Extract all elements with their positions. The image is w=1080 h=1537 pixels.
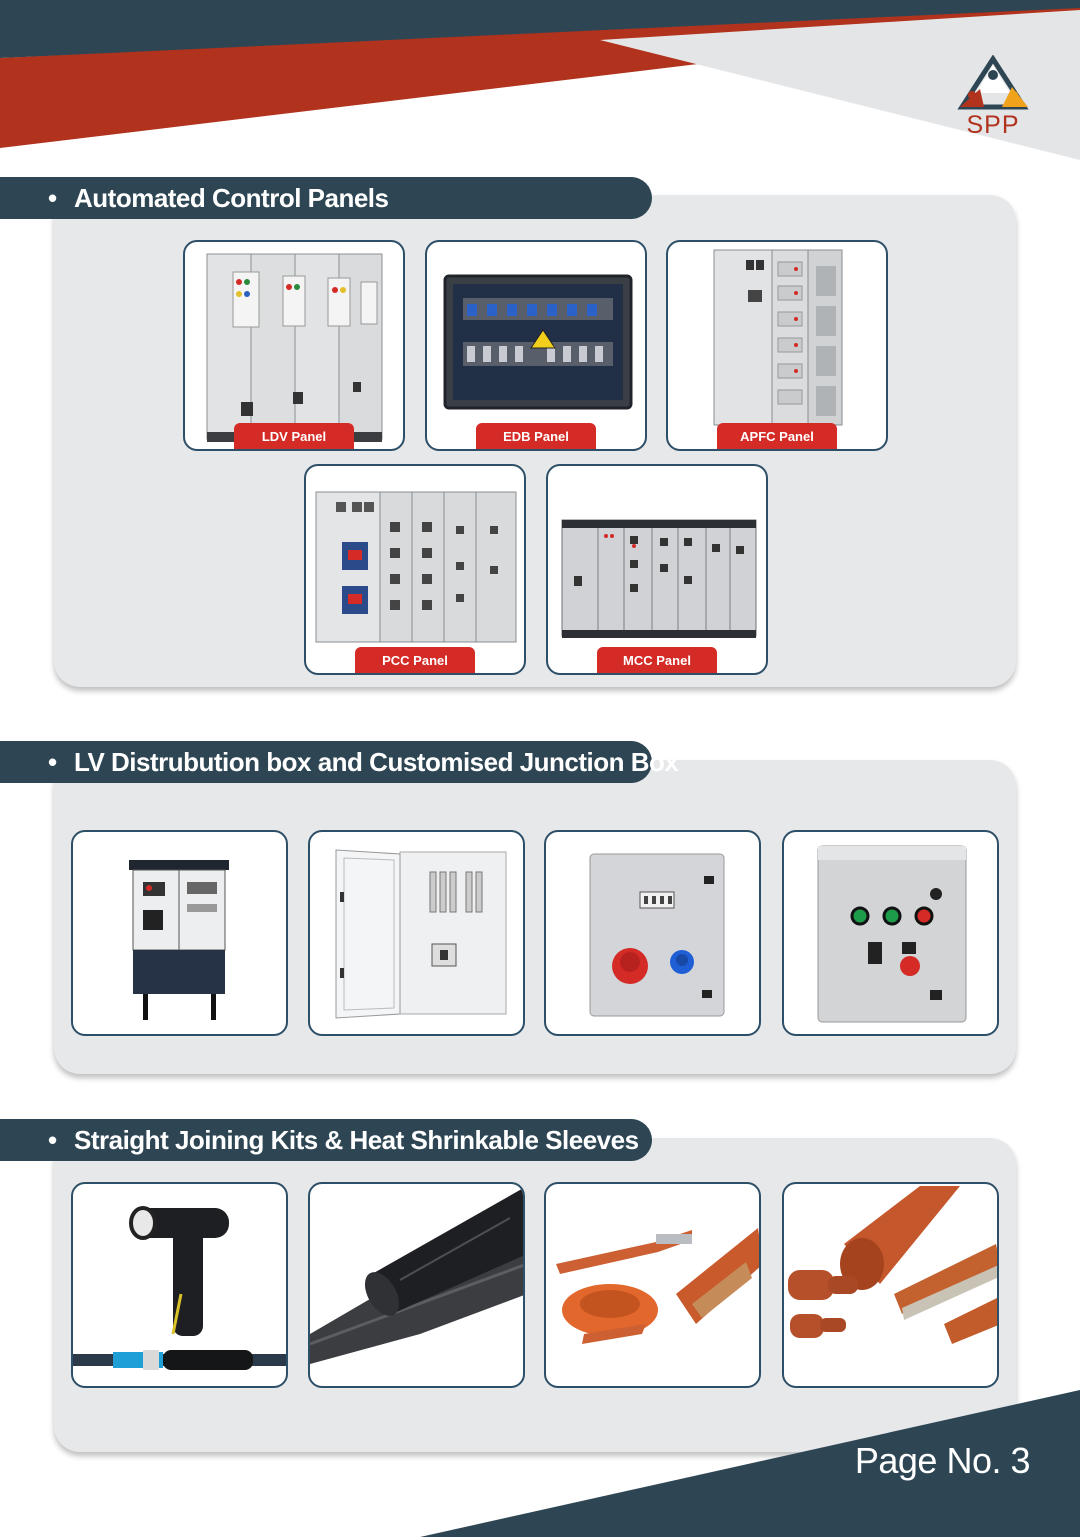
section-title: LV Distrubution box and Customised Junct… [74, 747, 679, 777]
product-card-distribution-board[interactable] [308, 830, 525, 1036]
section-title: Straight Joining Kits & Heat Shrinkable … [74, 1125, 639, 1155]
product-card-orange-heat-shrink-tubes[interactable] [782, 1182, 999, 1388]
product-card-push-button-box[interactable] [782, 830, 999, 1036]
apfc-panel-image [713, 249, 843, 426]
spp-logo: SPP [950, 54, 1036, 145]
section-title: Automated Control Panels [74, 183, 389, 213]
ldv-panel-image [206, 253, 383, 442]
footer-banner [420, 1390, 1080, 1537]
product-card-cable-joint-kit[interactable] [71, 1182, 288, 1388]
black-heat-shrink-sleeve-image [310, 1188, 523, 1364]
section-title-bar: • LV Distrubution box and Customised Jun… [0, 741, 679, 783]
edb-panel-image [443, 274, 633, 410]
cable-joint-kit-image [73, 1206, 286, 1370]
logo-text: SPP [966, 111, 1020, 139]
socket-box-image [589, 853, 725, 1017]
product-card-edb-panel[interactable]: EDB Panel [425, 240, 647, 451]
logo-triangle-icon [957, 54, 1029, 110]
pcc-panel-image [315, 491, 517, 643]
product-card-black-heat-shrink-sleeve[interactable] [308, 1182, 525, 1388]
push-button-box-image [817, 845, 967, 1023]
product-card-apfc-panel[interactable]: APFC Panel [666, 240, 888, 451]
product-label: LDV Panel [234, 423, 354, 449]
page-number: Page No. 3 [854, 1440, 1031, 1481]
section-title-bar: • Straight Joining Kits & Heat Shrinkabl… [0, 1119, 652, 1161]
product-card-mcc-panel[interactable]: MCC Panel [546, 464, 768, 675]
product-card-pcc-panel[interactable]: PCC Panel [304, 464, 526, 675]
header-banner [0, 0, 1080, 160]
orange-heat-shrink-tubes-image [788, 1186, 997, 1344]
distribution-board-image [335, 849, 507, 1019]
product-card-feeder-pillar[interactable] [71, 830, 288, 1036]
busbar-sleeve-roll-image [556, 1228, 759, 1344]
product-card-socket-box[interactable] [544, 830, 761, 1036]
product-label: APFC Panel [717, 423, 837, 449]
product-label: PCC Panel [355, 647, 475, 673]
mcc-panel-image [561, 519, 757, 638]
product-card-ldv-panel[interactable]: LDV Panel [183, 240, 405, 451]
feeder-pillar-image [129, 860, 229, 1020]
product-label: MCC Panel [597, 647, 717, 673]
product-card-busbar-sleeve-roll[interactable] [544, 1182, 761, 1388]
section-title-bar: • Automated Control Panels [0, 177, 652, 219]
product-label: EDB Panel [476, 423, 596, 449]
